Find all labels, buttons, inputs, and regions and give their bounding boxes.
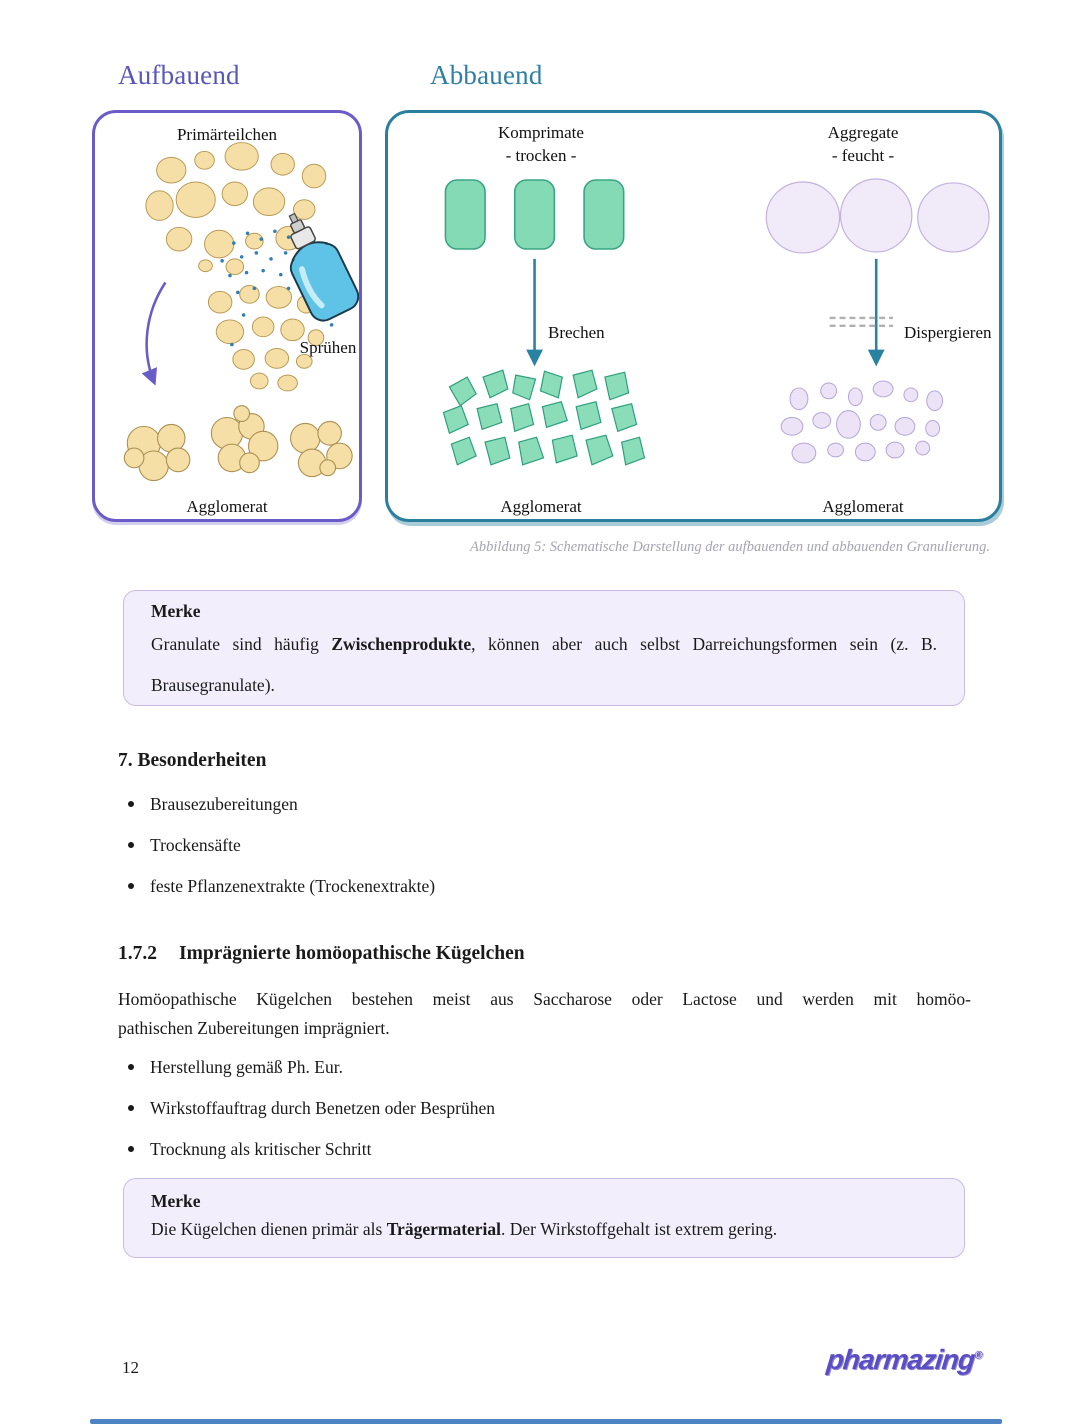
bullet-icon: [128, 842, 134, 849]
section-172-heading: 1.7.2 Imprägnierte homöopathische Kügelch…: [118, 943, 525, 965]
merke-text-post: , können aber auch selbst Darreichungsfo…: [471, 634, 937, 654]
list-item: Trocknung als kritischer Schritt: [128, 1139, 371, 1160]
merke-box-2: Merke Die Kügelchen dienen primär als Tr…: [123, 1178, 965, 1258]
section-7-heading: 7. Besonderheiten: [118, 750, 267, 771]
merke-text-post: . Der Wirkstoffgehalt ist extrem gering.: [501, 1219, 778, 1239]
aggregate-circles: [765, 178, 990, 254]
aufbauend-diagram-art: [123, 142, 359, 482]
list-item-label: Trocknung als kritischer Schritt: [150, 1139, 372, 1159]
bullet-icon: [128, 801, 134, 808]
merke-text-line2: Brausegranulate).: [151, 675, 275, 695]
list-item-label: Brausezubereitungen: [150, 794, 298, 814]
list-item: feste Pflanzenextrakte (Trockenextrakte): [128, 876, 435, 897]
label-trocken: - trocken -: [505, 146, 577, 165]
merke-text-pre: Die Kügelchen dienen primär als: [151, 1219, 387, 1239]
paragraph-line: pathischen Zubereitungen imprägniert.: [118, 1018, 390, 1038]
heading-abbauend: Abbauend: [430, 60, 543, 90]
label-primaerteilchen: Primärteilchen: [176, 125, 278, 144]
merke-text-bold: Trägermaterial: [386, 1219, 502, 1239]
merke-title: Merke: [151, 1191, 201, 1211]
primary-particles-middle: [207, 284, 325, 392]
section-172-paragraph: Homöopathische Kügelchen bestehen meist …: [118, 985, 971, 1043]
paragraph-line: Homöopathische Kügelchen bestehen meist …: [118, 989, 971, 1009]
label-agglomerat-col1: Agglomerat: [500, 497, 582, 516]
label-aggregate: Aggregate: [827, 123, 899, 142]
section-number: 1.7.2: [118, 943, 157, 964]
bullet-icon: [128, 1105, 134, 1112]
page-number: 12: [122, 1358, 139, 1377]
heading-aufbauend: Aufbauend: [118, 60, 240, 90]
agglomerate-clusters: [123, 405, 353, 482]
merke-text: Die Kügelchen dienen primär als Trägerma…: [151, 1215, 937, 1243]
merke-text: Granulate sind häufig Zwischenprodukte, …: [151, 624, 937, 706]
diagram-box-aufbauend: Primärteilchen Sprühen Agglomerat: [92, 110, 362, 522]
spray-bottle-icon: [288, 212, 359, 322]
list-item: Herstellung gemäß Ph. Eur.: [128, 1057, 343, 1078]
merke-text-bold: Zwischenprodukte: [331, 634, 472, 654]
dispersed-particles: [780, 380, 944, 464]
list-item: Trockensäfte: [128, 835, 241, 856]
list-item-label: Herstellung gemäß Ph. Eur.: [150, 1057, 343, 1077]
label-agglomerat-col2: Agglomerat: [822, 497, 904, 516]
bullet-icon: [128, 1064, 134, 1071]
label-brechen: Brechen: [548, 323, 605, 342]
merke-title: Merke: [151, 601, 201, 621]
list-item: Wirkstoffauftrag durch Benetzen oder Bes…: [128, 1098, 495, 1119]
dispersion-dashes: [829, 316, 894, 328]
label-agglomerat-left: Agglomerat: [186, 497, 268, 516]
bullet-icon: [128, 1146, 134, 1153]
registered-trademark-icon: ®: [973, 1349, 984, 1362]
broken-fragments: [442, 369, 646, 466]
diagram-box-abbauend: Komprimate - trocken - Aggregate - feuch…: [385, 110, 1002, 522]
list-item-label: feste Pflanzenextrakte (Trockenextrakte): [150, 876, 436, 896]
label-dispergieren: Dispergieren: [904, 323, 992, 342]
abbauend-diagram-art: [442, 178, 990, 466]
label-spruehen: Sprühen: [299, 338, 357, 357]
list-item: Brausezubereitungen: [128, 794, 298, 815]
pharmazing-logo: pharmazing®: [825, 1344, 984, 1376]
list-item-label: Wirkstoffauftrag durch Benetzen oder Bes…: [150, 1098, 495, 1118]
merke-text-pre: Granulate sind häufig: [151, 634, 332, 654]
footer-bar: [90, 1419, 1002, 1424]
curved-arrow-icon: [141, 281, 167, 386]
figure-caption: Abbildung 5: Schematische Darstellung de…: [470, 539, 990, 555]
komprimate-tablets: [444, 179, 625, 250]
primary-particles-top: [145, 142, 327, 276]
merke-box-1: Merke Granulate sind häufig Zwischenprod…: [123, 590, 965, 706]
brand-wordmark: pharmazing: [825, 1344, 976, 1375]
bullet-icon: [128, 883, 134, 890]
label-feucht: - feucht -: [831, 146, 895, 165]
section-title: Imprägnierte homöopathische Kügelchen: [179, 943, 525, 964]
list-item-label: Trockensäfte: [150, 835, 241, 855]
label-komprimate: Komprimate: [498, 123, 584, 142]
